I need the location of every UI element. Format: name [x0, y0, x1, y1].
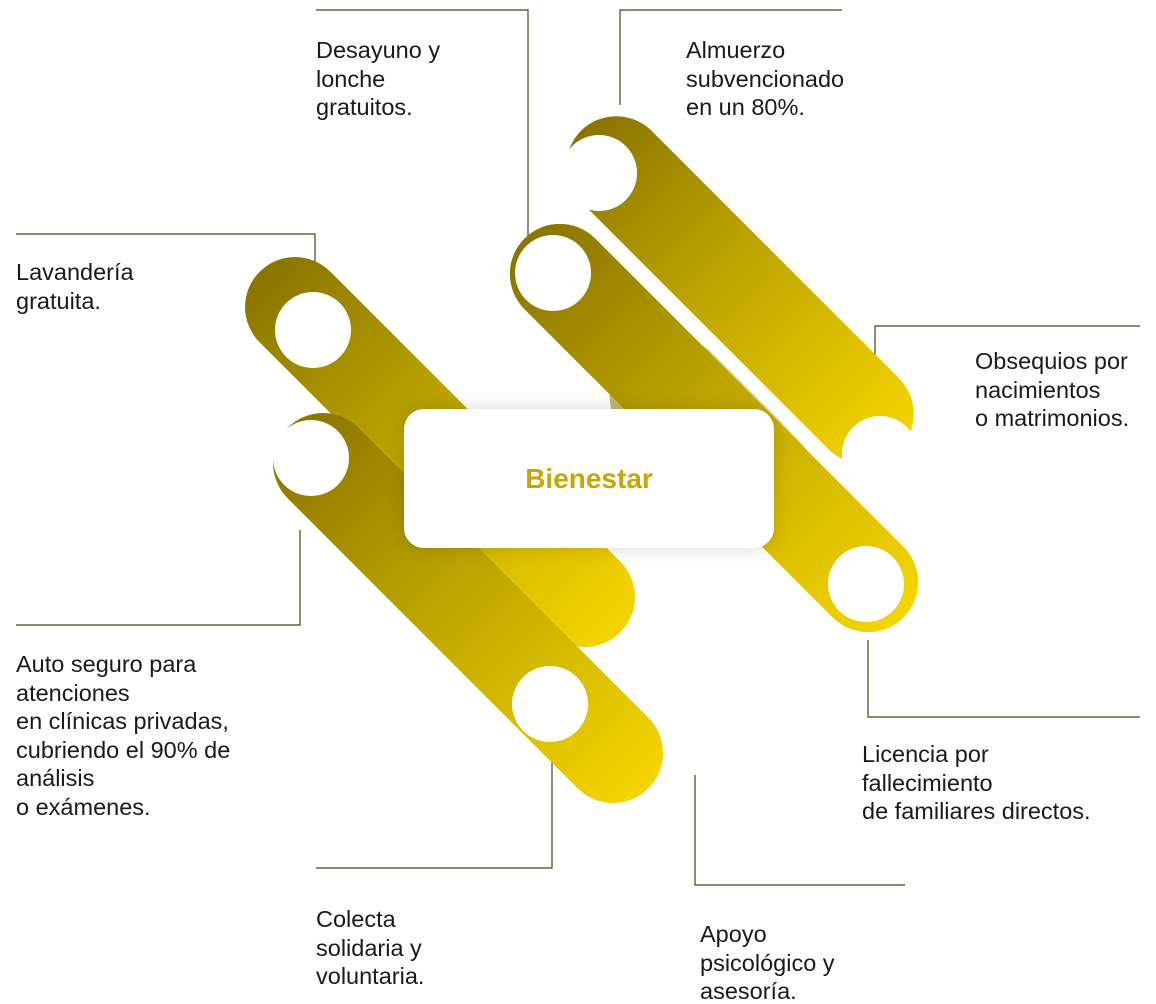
tube-end-colecta [512, 666, 588, 742]
connector-colecta [316, 756, 553, 869]
connector-licencia [867, 640, 1140, 718]
tube-end-almuerzo [561, 135, 637, 211]
tube-end-licencia [828, 546, 904, 622]
connector-lines [16, 9, 1140, 886]
benefit-obsequios: Obsequios por nacimientos o matrimonios. [975, 348, 1130, 431]
connector-desayuno [316, 9, 529, 240]
tube-almuerzo [566, 116, 914, 464]
tube-end-auto-seguro [273, 420, 349, 496]
tube-end-lavanderia [275, 292, 351, 368]
benefit-colecta: Colecta solidaria y voluntaria. [316, 906, 425, 989]
connector-almuerzo [619, 9, 842, 105]
benefit-desayuno: Desayuno y lonche gratuitos. [316, 37, 441, 120]
tube-end-desayuno [515, 235, 591, 311]
benefit-lavanderia: Lavandería gratuita. [16, 259, 134, 314]
benefit-auto-seguro: Auto seguro para atenciones en clínicas … [16, 651, 231, 820]
benefit-licencia: Licencia por fallecimiento de familiares… [862, 741, 1091, 824]
benefit-apoyo: Apoyo psicológico y asesoría. [700, 921, 835, 1004]
tube-ends [273, 135, 918, 760]
tube-end-obsequios [842, 416, 918, 492]
center-title: Bienestar [525, 462, 653, 494]
tube-end-apoyo [681, 684, 757, 760]
center-card: Bienestar [404, 409, 774, 548]
connector-auto-seguro [16, 530, 301, 626]
connector-apoyo [694, 775, 905, 886]
benefit-almuerzo: Almuerzo subvencionado en un 80%. [686, 37, 845, 120]
